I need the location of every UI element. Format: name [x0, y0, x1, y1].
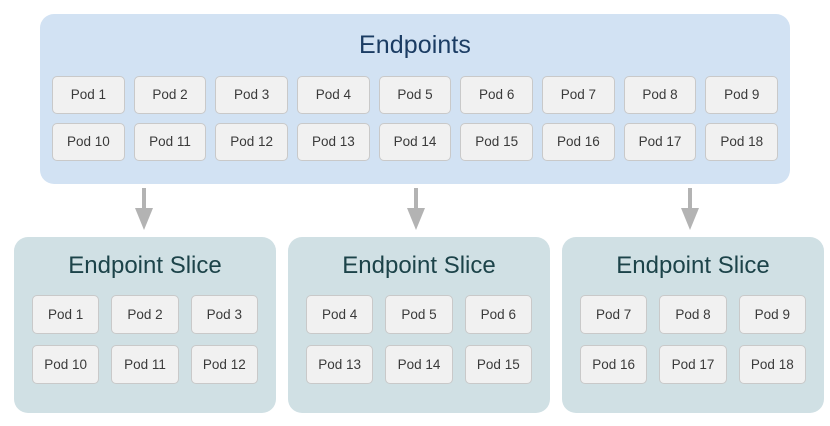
endpoint-slice-title: Endpoint Slice [68, 252, 222, 279]
pod-chip: Pod 9 [705, 76, 779, 114]
pod-chip: Pod 3 [190, 295, 258, 334]
endpoint-slice-pod-grid: Pod 7 Pod 8 Pod 9 Pod 16 Pod 17 Pod 18 [580, 295, 806, 395]
endpoint-slice-panel-2: Endpoint Slice Pod 4 Pod 5 Pod 6 Pod 13 … [288, 237, 550, 413]
pod-chip: Pod 8 [623, 76, 697, 114]
pod-chip: Pod 16 [580, 345, 648, 384]
pod-chip: Pod 18 [738, 345, 806, 384]
endpoint-slice-pod-row-2: Pod 13 Pod 14 Pod 15 [306, 345, 532, 384]
arrow-down-icon [407, 188, 425, 230]
pod-chip: Pod 9 [738, 295, 806, 334]
endpoints-pod-row-2: Pod 10 Pod 11 Pod 12 Pod 13 Pod 14 Pod 1… [52, 123, 779, 161]
pod-chip: Pod 1 [32, 295, 100, 334]
pod-chip: Pod 18 [705, 123, 779, 161]
endpoint-slice-panel-1: Endpoint Slice Pod 1 Pod 2 Pod 3 Pod 10 … [14, 237, 276, 413]
pod-chip: Pod 6 [460, 76, 534, 114]
arrow-down-icon [681, 188, 699, 230]
endpoint-slice-pod-row-1: Pod 1 Pod 2 Pod 3 [32, 295, 258, 334]
endpoint-slice-pod-row-1: Pod 7 Pod 8 Pod 9 [580, 295, 806, 334]
endpoints-title: Endpoints [358, 31, 472, 59]
pod-chip: Pod 15 [464, 345, 532, 384]
pod-chip: Pod 1 [52, 76, 125, 114]
endpoint-slice-panel-3: Endpoint Slice Pod 7 Pod 8 Pod 9 Pod 16 … [562, 237, 824, 413]
pod-chip: Pod 15 [460, 123, 534, 161]
pod-chip: Pod 4 [306, 295, 374, 334]
endpoint-slice-pod-row-2: Pod 16 Pod 17 Pod 18 [580, 345, 806, 384]
endpoints-panel: Endpoints Pod 1 Pod 2 Pod 3 Pod 4 Pod 5 … [40, 14, 790, 184]
pod-chip: Pod 14 [385, 345, 453, 384]
pod-chip: Pod 11 [111, 345, 179, 384]
pod-chip: Pod 8 [659, 295, 727, 334]
endpoint-slice-pod-grid: Pod 1 Pod 2 Pod 3 Pod 10 Pod 11 Pod 12 [32, 295, 258, 395]
endpoint-slice-title: Endpoint Slice [342, 252, 496, 279]
arrow-down-icon [135, 188, 153, 230]
pod-chip: Pod 13 [306, 345, 374, 384]
pod-chip: Pod 2 [133, 76, 207, 114]
pod-chip: Pod 14 [378, 123, 452, 161]
endpoints-pod-grid: Pod 1 Pod 2 Pod 3 Pod 4 Pod 5 Pod 6 Pod … [52, 76, 779, 170]
pod-chip: Pod 11 [133, 123, 207, 161]
pod-chip: Pod 10 [52, 123, 125, 161]
pod-chip: Pod 17 [623, 123, 697, 161]
endpoint-slice-title: Endpoint Slice [616, 252, 770, 279]
endpoint-slice-pod-row-2: Pod 10 Pod 11 Pod 12 [32, 345, 258, 384]
endpoint-slice-pod-grid: Pod 4 Pod 5 Pod 6 Pod 13 Pod 14 Pod 15 [306, 295, 532, 395]
endpoint-slice-pod-row-1: Pod 4 Pod 5 Pod 6 [306, 295, 532, 334]
pod-chip: Pod 17 [659, 345, 727, 384]
pod-chip: Pod 6 [464, 295, 532, 334]
pod-chip: Pod 7 [542, 76, 615, 114]
pod-chip: Pod 3 [215, 76, 289, 114]
pod-chip: Pod 5 [385, 295, 453, 334]
pod-chip: Pod 12 [215, 123, 289, 161]
pod-chip: Pod 4 [297, 76, 370, 114]
pod-chip: Pod 2 [111, 295, 179, 334]
endpoints-pod-row-1: Pod 1 Pod 2 Pod 3 Pod 4 Pod 5 Pod 6 Pod … [52, 76, 779, 114]
pod-chip: Pod 13 [297, 123, 370, 161]
pod-chip: Pod 12 [190, 345, 258, 384]
pod-chip: Pod 7 [580, 295, 648, 334]
pod-chip: Pod 10 [32, 345, 100, 384]
pod-chip: Pod 5 [378, 76, 452, 114]
pod-chip: Pod 16 [542, 123, 615, 161]
